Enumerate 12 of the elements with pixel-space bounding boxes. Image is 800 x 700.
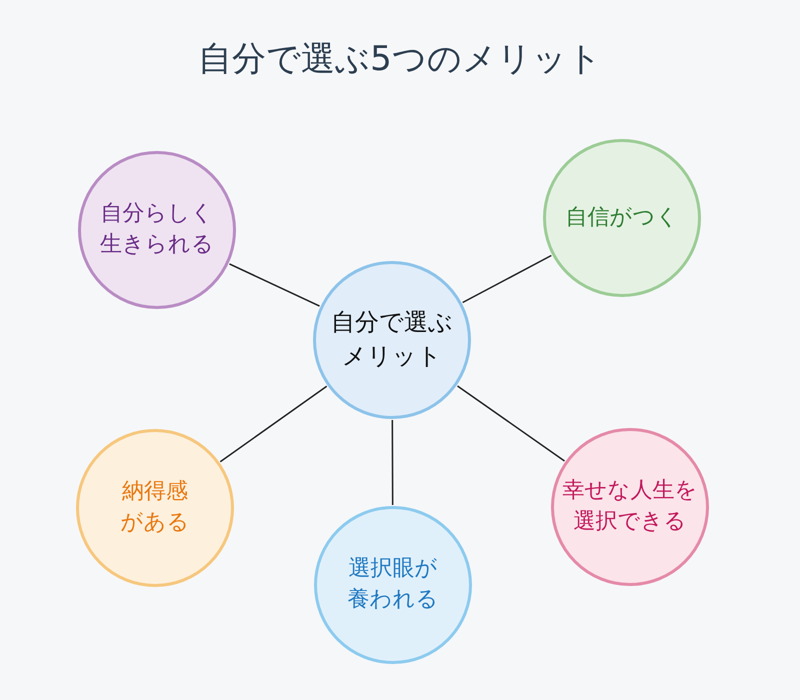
node-label: 自分らしく生きられる [99,200,215,259]
connector-line [392,420,394,505]
connector-line [457,385,565,462]
connector-line [220,386,328,462]
node-label: 自信がつく [564,204,680,232]
connector-line [229,263,320,307]
title: 自分で選ぶ5つのメリット [197,38,603,81]
node-label: 幸せな人生を選択できる [562,477,698,536]
node-label: 自分で選ぶメリット [330,307,454,372]
node-label: 納得感がある [120,478,190,537]
node-label: 選択眼が養われる [346,555,440,614]
connector-line [462,254,552,304]
